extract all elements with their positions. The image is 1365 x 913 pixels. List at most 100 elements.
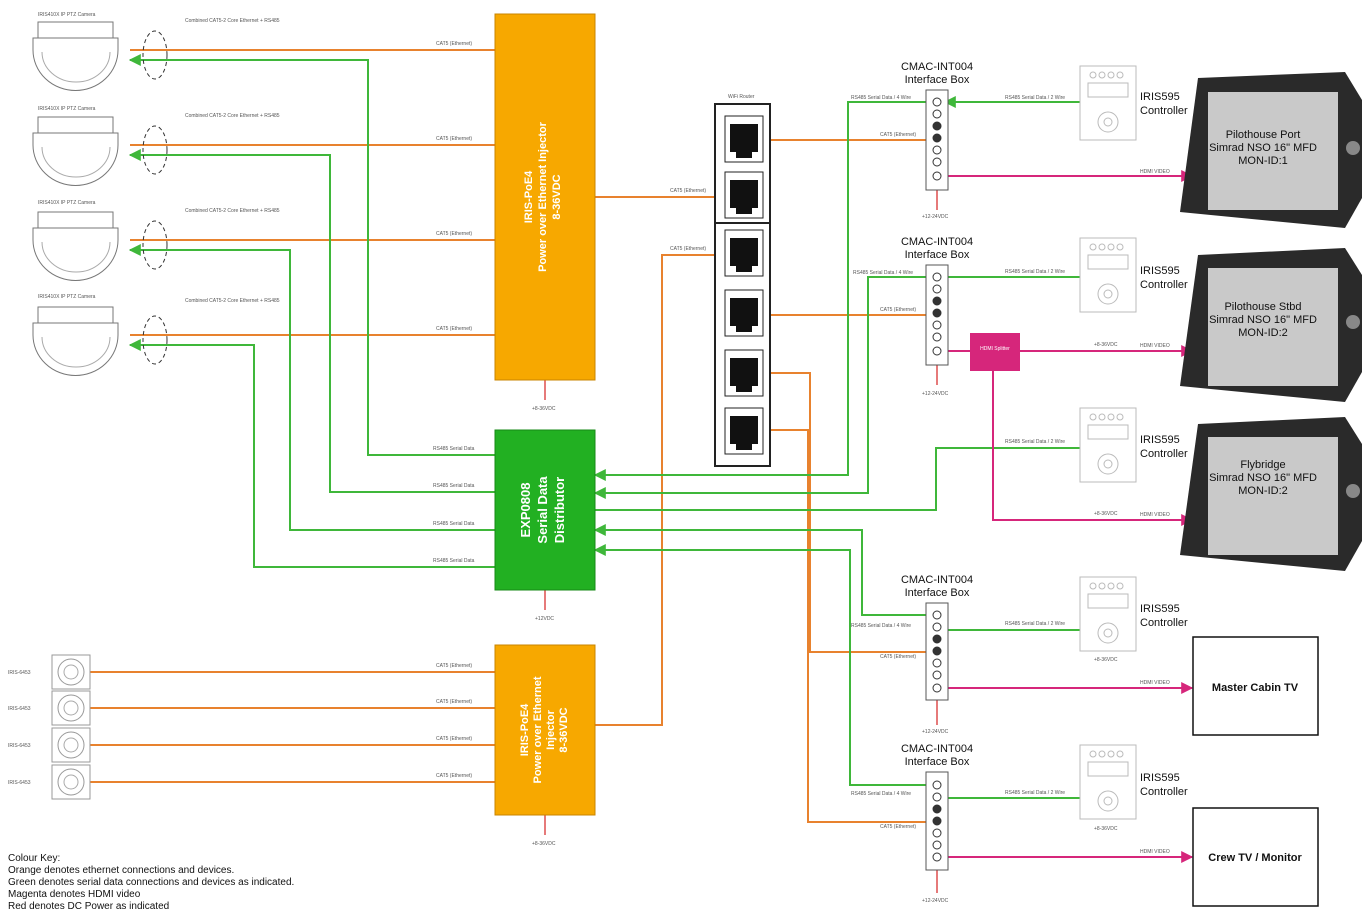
serial-label: RS485 Serial Data <box>433 558 475 564</box>
controller-link-label: RS485 Serial Data / 2 Wire <box>1005 790 1065 796</box>
mfd-display-3: Flybridge Simrad NSO 16" MFD MON-ID:2 <box>1180 417 1362 571</box>
ptz-cable-note: Combined CAT5-2 Core Ethernet + RS485 <box>185 298 280 304</box>
fixed-camera-group: IRIS-6453 CAT5 (Ethernet) IRIS-6453 CAT5… <box>8 654 472 800</box>
wifi-router: WiFi Router CAT5 (Ethernet) CAT5 (Ethern… <box>670 94 771 467</box>
controller-model: IRIS595 <box>1140 603 1180 615</box>
ibox-power-label: +12-24VDC <box>922 729 949 735</box>
ibox-serial-label: RS485 Serial Data / 4 Wire <box>851 95 911 101</box>
distributor-model: EXP0808 <box>518 483 533 538</box>
ptz-link-label: CAT5 (Ethernet) <box>436 41 472 47</box>
ibox-power-label: +12-24VDC <box>922 391 949 397</box>
injector-title: IRIS-PoE4 <box>523 170 535 223</box>
router-port <box>724 115 764 163</box>
injector2-line3: Injector <box>545 709 557 749</box>
controller-link-label: RS485 Serial Data / 2 Wire <box>1005 621 1065 627</box>
colour-key-line: Orange denotes ethernet connections and … <box>8 865 234 876</box>
serial-label: RS485 Serial Data <box>433 483 475 489</box>
ibox-serial-label: RS485 Serial Data / 4 Wire <box>851 623 911 629</box>
controller-type: Controller <box>1140 279 1188 291</box>
fixed-link-label: CAT5 (Ethernet) <box>436 699 472 705</box>
router-port <box>724 407 764 455</box>
controller-power-label: +8-36VDC <box>1094 826 1118 832</box>
colour-key-line: Magenta denotes HDMI video <box>8 889 141 900</box>
ibox-serial-label: RS485 Serial Data / 4 Wire <box>851 791 911 797</box>
injector2-line4: 8-36VDC <box>558 707 570 752</box>
colour-key-line: Green denotes serial data connections an… <box>8 877 294 888</box>
hdmi-label: HDMI VIDEO <box>1140 343 1170 349</box>
controller-4: IRIS595 Controller RS485 Serial Data / 2… <box>1005 576 1188 663</box>
ibox-subtitle: Interface Box <box>905 249 970 261</box>
router-link-label: CAT5 (Ethernet) <box>670 246 706 252</box>
injector2-title: IRIS-PoE4 <box>519 703 531 756</box>
ptz-camera-label: IRIS410X IP PTZ Camera <box>38 200 96 206</box>
ptz-cable-note: Combined CAT5-2 Core Ethernet + RS485 <box>185 113 280 119</box>
ctrl3-serial-wire <box>595 447 1080 511</box>
colour-key: Colour Key: Orange denotes ethernet conn… <box>8 853 294 912</box>
fixed-link-label: CAT5 (Ethernet) <box>436 773 472 779</box>
distributor-power-label: +12VDC <box>535 616 554 622</box>
ptz-camera-1: IRIS410X IP PTZ Camera Combined CAT5-2 C… <box>32 12 472 91</box>
ibox-eth-label: CAT5 (Ethernet) <box>880 132 916 138</box>
controller-5: IRIS595 Controller RS485 Serial Data / 2… <box>1005 744 1188 832</box>
ibox-subtitle: Interface Box <box>905 587 970 599</box>
serial-label: RS485 Serial Data <box>433 521 475 527</box>
serial-label: RS485 Serial Data <box>433 446 475 452</box>
fixed-link-label: CAT5 (Ethernet) <box>436 736 472 742</box>
hdmi-label: HDMI VIDEO <box>1140 512 1170 518</box>
ptz-link-label: CAT5 (Ethernet) <box>436 231 472 237</box>
display-model: Simrad NSO 16" MFD <box>1209 142 1317 154</box>
display-monitor-id: MON-ID:1 <box>1238 155 1288 167</box>
router-ibox4-wire <box>770 429 930 823</box>
fixed-camera-label: IRIS-6453 <box>8 670 31 676</box>
display-name: Flybridge <box>1240 459 1285 471</box>
injector2-router-wire <box>595 254 715 726</box>
tv-label: Crew TV / Monitor <box>1208 852 1302 864</box>
display-monitor-id: MON-ID:2 <box>1238 327 1288 339</box>
display-monitor-id: MON-ID:2 <box>1238 485 1288 497</box>
controller-3: IRIS595 Controller RS485 Serial Data / 2… <box>1005 407 1188 517</box>
router-port <box>724 229 764 277</box>
ibox-eth-label: CAT5 (Ethernet) <box>880 307 916 313</box>
ibox3-serial-wire <box>593 524 930 616</box>
controller-model: IRIS595 <box>1140 91 1180 103</box>
hdmi-label: HDMI VIDEO <box>1140 169 1170 175</box>
router-link-label: CAT5 (Ethernet) <box>670 188 706 194</box>
colour-key-line: Red denotes DC Power as indicated <box>8 901 169 912</box>
tv-crew: Crew TV / Monitor <box>1192 807 1319 907</box>
fixed-camera-label: IRIS-6453 <box>8 780 31 786</box>
colour-key-title: Colour Key: <box>8 853 60 864</box>
controller-link-label: RS485 Serial Data / 2 Wire <box>1005 439 1065 445</box>
ptz-cable-note: Combined CAT5-2 Core Ethernet + RS485 <box>185 208 280 214</box>
tv-master-cabin: Master Cabin TV <box>1192 636 1319 736</box>
ptz-camera-label: IRIS410X IP PTZ Camera <box>38 294 96 300</box>
display-model: Simrad NSO 16" MFD <box>1209 472 1317 484</box>
mfd-display-2: Pilothouse Stbd Simrad NSO 16" MFD MON-I… <box>1180 248 1362 402</box>
controller-type: Controller <box>1140 448 1188 460</box>
injector2-power-label: +8-36VDC <box>532 841 556 847</box>
injector-subtitle: Power over Ethernet Injector <box>537 121 549 271</box>
interface-box-4: CMAC-INT004 Interface Box RS485 Serial D… <box>851 743 973 904</box>
router-port <box>724 289 764 337</box>
ibox-serial-label: RS485 Serial Data / 4 Wire <box>853 270 913 276</box>
injector-voltage: 8-36VDC <box>551 174 563 219</box>
controller-link-label: RS485 Serial Data / 2 Wire <box>1005 269 1065 275</box>
mfd-display-1: Pilothouse Port Simrad NSO 16" MFD MON-I… <box>1180 72 1362 228</box>
ibox1-serial-wire <box>593 101 930 481</box>
ibox-power-label: +12-24VDC <box>922 214 949 220</box>
controller-type: Controller <box>1140 617 1188 629</box>
distributor-line2: Serial Data <box>535 476 550 544</box>
controller-model: IRIS595 <box>1140 772 1180 784</box>
interface-box-2: CMAC-INT004 Interface Box RS485 Serial D… <box>853 236 973 397</box>
hdmi-wire-3 <box>992 370 1194 526</box>
hdmi-splitter: HDMI Splitter <box>970 333 1020 371</box>
fixed-camera-1: IRIS-6453 CAT5 (Ethernet) <box>8 654 472 690</box>
controller-type: Controller <box>1140 786 1188 798</box>
fixed-camera-4: IRIS-6453 CAT5 (Ethernet) <box>8 764 472 800</box>
fixed-camera-label: IRIS-6453 <box>8 743 31 749</box>
ibox-subtitle: Interface Box <box>905 756 970 768</box>
ibox-title: CMAC-INT004 <box>901 743 973 755</box>
hdmi-label: HDMI VIDEO <box>1140 849 1170 855</box>
interface-box-1: CMAC-INT004 Interface Box RS485 Serial D… <box>851 61 973 220</box>
injector-power-label: +8-36VDC <box>532 406 556 412</box>
ibox2-serial-wire <box>593 276 930 499</box>
